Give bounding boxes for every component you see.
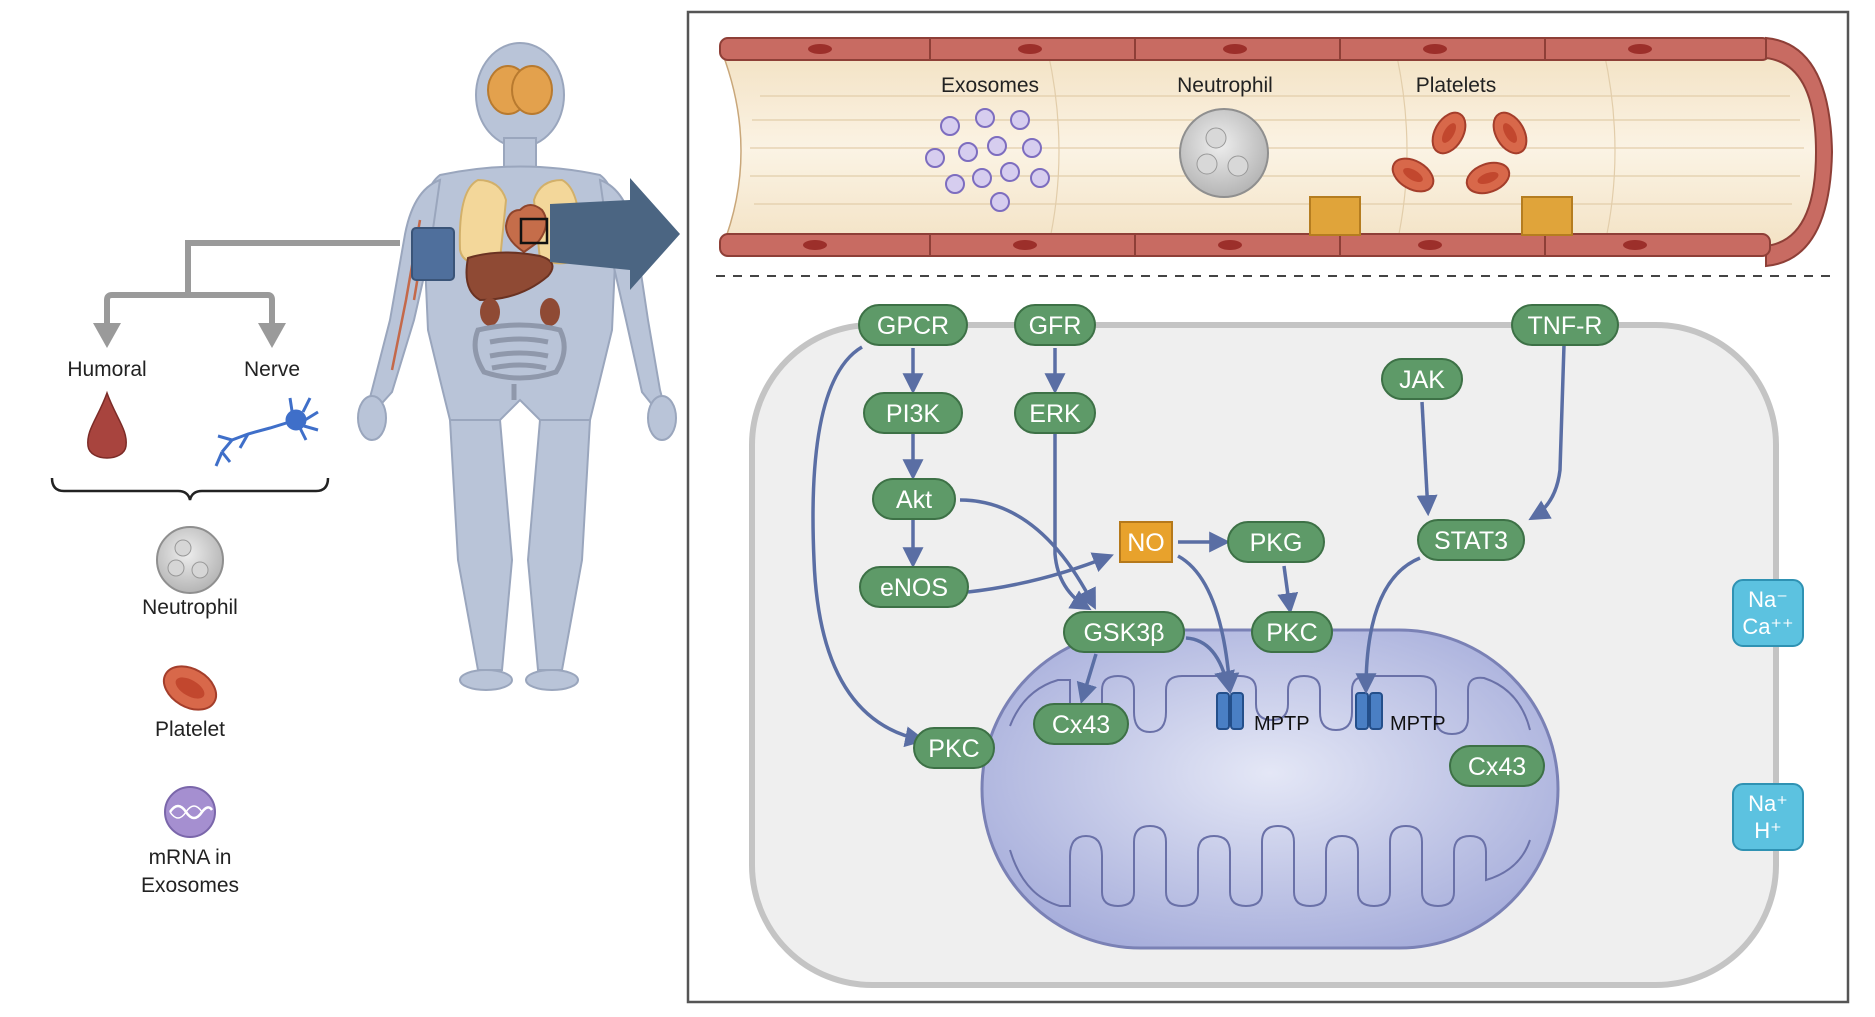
ion-na-ca-line1: Na⁻ — [1748, 587, 1788, 612]
humoral-label: Humoral — [67, 358, 146, 381]
svg-text:Cx43: Cx43 — [1052, 711, 1110, 739]
node-no: NO — [1119, 521, 1173, 563]
left-leg — [448, 419, 514, 671]
svg-text:GSK3β: GSK3β — [1083, 619, 1164, 647]
platelets-label: Platelets — [1416, 74, 1497, 97]
svg-text:PI3K: PI3K — [886, 400, 941, 428]
platelet-label: Platelet — [155, 718, 225, 741]
platelet-icon — [162, 665, 218, 711]
left-panel: Humoral Nerve Neutrophil Pl — [50, 240, 400, 897]
right-leg — [526, 419, 592, 671]
ion-na-h-line2: H⁺ — [1754, 818, 1782, 843]
zoom-box — [519, 217, 549, 245]
mrna-label-line1: mRNA in — [149, 846, 232, 869]
ion-exchanger-na-ca: Na⁻ Ca⁺⁺ — [1732, 579, 1804, 647]
left-lung — [458, 178, 508, 265]
vessel-neutrophil-icon — [1179, 108, 1269, 198]
svg-text:GPCR: GPCR — [877, 312, 949, 340]
node-pi3k: PI3K — [863, 392, 963, 434]
mitochondrion-cristae-bottom — [1009, 824, 1531, 908]
svg-text:NO: NO — [1127, 529, 1165, 557]
blood-drop-icon — [87, 390, 127, 459]
humoral-arrowhead — [93, 323, 121, 348]
svg-text:PKC: PKC — [1266, 619, 1317, 647]
node-gsk3b: GSK3β — [1063, 611, 1185, 653]
vessel-block-2 — [1521, 196, 1573, 236]
mitochondrion-cristae-top — [1009, 674, 1531, 736]
svg-text:Akt: Akt — [896, 486, 932, 514]
arrow-erk-gsk3b — [1053, 434, 1092, 611]
node-cx43-left: Cx43 — [1033, 703, 1129, 745]
kidney-right — [540, 298, 560, 326]
nerve-arrowhead — [258, 323, 286, 348]
svg-text:STAT3: STAT3 — [1434, 527, 1508, 555]
node-jak: JAK — [1381, 358, 1463, 400]
arrow-stat3-mptp — [1355, 556, 1421, 695]
svg-text:PKC: PKC — [928, 735, 979, 763]
arrow-enos-no — [967, 552, 1114, 594]
arrow-akt-gsk3b — [959, 498, 1096, 610]
svg-text:PKG: PKG — [1250, 529, 1303, 557]
mptp-channel-1 — [1216, 692, 1244, 730]
vessel-wall-top — [719, 36, 1834, 268]
node-cx43-right: Cx43 — [1449, 745, 1545, 787]
liver — [465, 251, 554, 302]
node-erk: ERK — [1014, 392, 1096, 434]
svg-text:Cx43: Cx43 — [1468, 753, 1526, 781]
vessel-neutrophil-label: Neutrophil — [1177, 74, 1273, 97]
intestines — [472, 322, 567, 400]
ion-na-ca-line2: Ca⁺⁺ — [1742, 614, 1793, 639]
node-pkg: PKG — [1227, 521, 1325, 563]
ion-na-h-line1: Na⁺ — [1748, 791, 1788, 816]
brain — [487, 65, 553, 115]
node-gfr: GFR — [1014, 304, 1096, 346]
heart — [504, 204, 548, 254]
signaling-nodes: GPCR GFR TNF-R PI3K ERK JAK Akt — [858, 304, 1619, 787]
arrow-no-mptp — [1177, 554, 1240, 695]
vessel-wall-bottom — [719, 233, 1771, 257]
connector-lines — [104, 240, 400, 325]
zoom-arrow — [550, 178, 680, 290]
human-body-illustration — [357, 42, 680, 691]
exosomes-cluster — [925, 108, 1050, 212]
arrow-gsk3b-mptp — [1185, 636, 1235, 693]
grouping-brace — [50, 477, 330, 501]
node-pkc-lower: PKC — [913, 727, 995, 769]
arrow-jak-stat3 — [1416, 401, 1438, 517]
svg-text:ERK: ERK — [1029, 400, 1081, 428]
arrow-gpcr-pkc — [811, 345, 927, 748]
blood-vessel: Exosomes Neutrophil Platelets — [719, 36, 1834, 268]
vessel-block-1 — [1309, 196, 1361, 236]
neutrophil-label: Neutrophil — [142, 596, 238, 619]
nerve-label: Nerve — [244, 358, 300, 381]
node-enos: eNOS — [859, 566, 969, 608]
node-tnfr: TNF-R — [1511, 304, 1619, 346]
svg-text:eNOS: eNOS — [880, 574, 948, 602]
arrow-tnfr-stat3 — [1528, 344, 1566, 521]
mptp-label-2: MPTP — [1390, 713, 1446, 735]
node-akt: Akt — [872, 478, 956, 520]
mrna-label-line2: Exosomes — [141, 874, 239, 897]
node-pkc-upper: PKC — [1251, 611, 1333, 653]
svg-text:JAK: JAK — [1399, 366, 1445, 394]
svg-text:GFR: GFR — [1029, 312, 1082, 340]
node-stat3: STAT3 — [1417, 519, 1525, 561]
mrna-exosome-icon — [164, 786, 216, 838]
vessel-platelets — [1391, 111, 1528, 195]
pressure-cuff — [411, 227, 455, 281]
svg-text:TNF-R: TNF-R — [1528, 312, 1603, 340]
nerve-cell-icon — [214, 397, 319, 467]
node-gpcr: GPCR — [858, 304, 968, 346]
mptp-label-1: MPTP — [1254, 713, 1310, 735]
ion-exchanger-na-h: Na⁺ H⁺ — [1732, 783, 1804, 851]
arrow-pkg-pkc — [1277, 565, 1299, 615]
arrow-gsk3b-cx43 — [1076, 653, 1098, 705]
exosomes-label: Exosomes — [941, 74, 1039, 97]
neutrophil-icon — [156, 526, 224, 594]
mitochondrion — [980, 628, 1560, 950]
mptp-channel-2 — [1355, 692, 1383, 730]
kidney-left — [480, 298, 500, 326]
signaling-arrows — [811, 344, 1566, 748]
